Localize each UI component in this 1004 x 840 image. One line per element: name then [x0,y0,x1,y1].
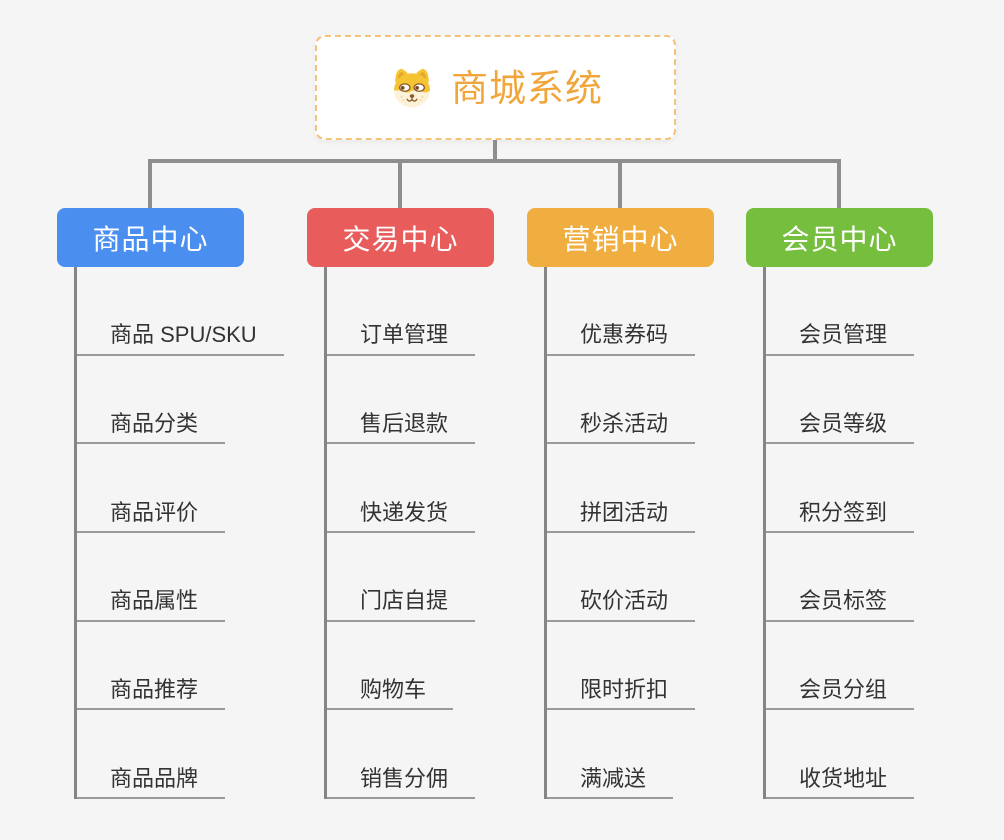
branch-column-2: 交易中心订单管理售后退款快递发货门店自提购物车销售分佣 [307,208,494,799]
subtopic[interactable]: 快递发货 [327,444,476,533]
subtopic-list: 会员管理会员等级积分签到会员标签会员分组收货地址 [763,267,933,799]
dog-face-icon [388,66,436,110]
subtopic[interactable]: 满减送 [547,710,674,799]
connector-drop [618,159,622,210]
subtopic[interactable]: 商品 SPU/SKU [77,267,284,356]
branch-topic[interactable]: 会员中心 [746,208,933,267]
subtopic[interactable]: 会员分组 [766,622,915,711]
branch-column-3: 营销中心优惠券码秒杀活动拼团活动砍价活动限时折扣满减送 [527,208,714,799]
subtopic[interactable]: 销售分佣 [327,710,476,799]
subtopic[interactable]: 积分签到 [766,444,915,533]
subtopic[interactable]: 拼团活动 [547,444,696,533]
branch-topic[interactable]: 交易中心 [307,208,494,267]
subtopic[interactable]: 商品评价 [77,444,226,533]
subtopic[interactable]: 商品推荐 [77,622,226,711]
subtopic[interactable]: 商品分类 [77,356,226,445]
subtopic[interactable]: 购物车 [327,622,454,711]
subtopic[interactable]: 商品属性 [77,533,226,622]
subtopic[interactable]: 秒杀活动 [547,356,696,445]
branch-topic[interactable]: 营销中心 [527,208,714,267]
subtopic-list: 订单管理售后退款快递发货门店自提购物车销售分佣 [324,267,494,799]
subtopic[interactable]: 限时折扣 [547,622,696,711]
branch-topic[interactable]: 商品中心 [57,208,244,267]
subtopic[interactable]: 收货地址 [766,710,915,799]
root-topic[interactable]: 商城系统 [315,35,676,140]
subtopic-list: 优惠券码秒杀活动拼团活动砍价活动限时折扣满减送 [544,267,714,799]
subtopic[interactable]: 会员标签 [766,533,915,622]
subtopic[interactable]: 售后退款 [327,356,476,445]
subtopic[interactable]: 会员等级 [766,356,915,445]
connector-crossbar [148,159,841,163]
connector-drop [148,159,152,210]
subtopic[interactable]: 订单管理 [327,267,476,356]
root-topic-title: 商城系统 [451,68,603,109]
connector-root-stem [493,140,497,163]
connector-drop [398,159,402,210]
subtopic[interactable]: 优惠券码 [547,267,696,356]
subtopic[interactable]: 商品品牌 [77,710,226,799]
subtopic[interactable]: 会员管理 [766,267,915,356]
subtopic[interactable]: 门店自提 [327,533,476,622]
branch-column-4: 会员中心会员管理会员等级积分签到会员标签会员分组收货地址 [746,208,933,799]
connector-drop [837,159,841,210]
subtopic[interactable]: 砍价活动 [547,533,696,622]
